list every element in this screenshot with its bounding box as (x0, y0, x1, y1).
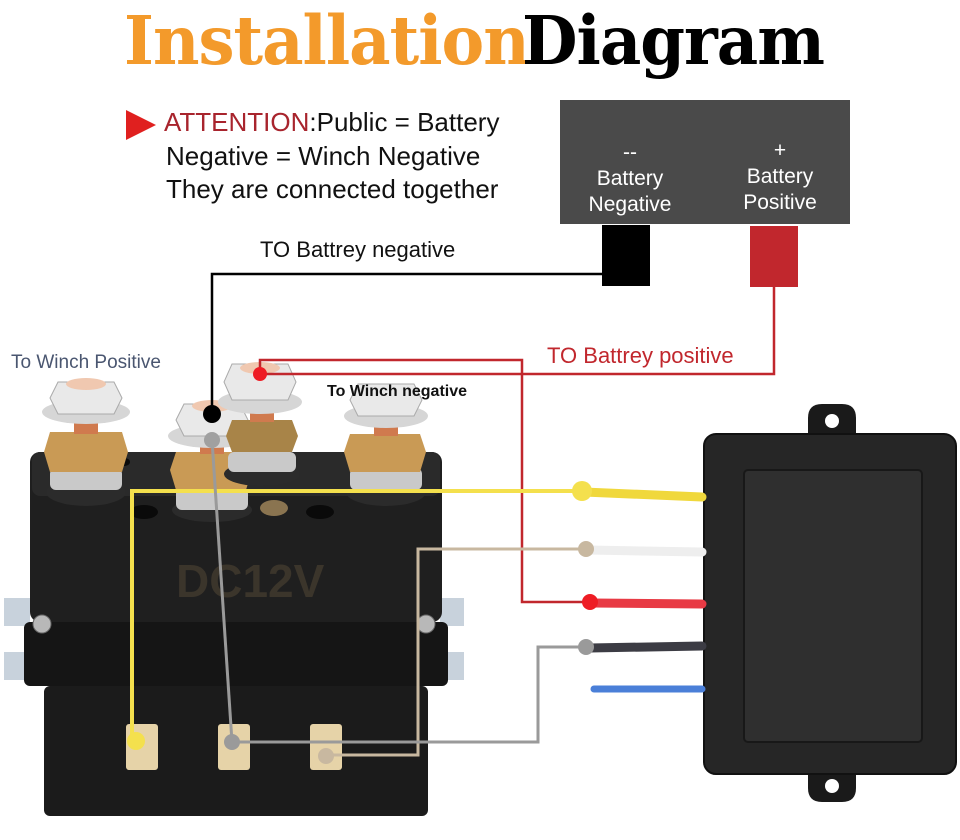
title-diagram: Diagram (522, 2, 825, 81)
schematic-wires (130, 272, 776, 757)
battery-positive-terminal: + Battery Positive (710, 138, 850, 216)
diagram-title: Installation Diagram (0, 0, 960, 81)
battery-negative-terminal: -- Battery Negative (560, 140, 700, 218)
negative-label-line2: Negative (588, 193, 672, 216)
positive-symbol: + (773, 139, 787, 162)
attention-line-1-text: :Public = Battery (309, 107, 500, 137)
yellow-lead (579, 487, 707, 502)
attention-line-1: ATTENTION:Public = Battery (164, 106, 499, 139)
positive-label-line2: Positive (743, 191, 817, 214)
mount-hole-icon (825, 414, 839, 428)
attention-line-3: They are connected together (166, 174, 499, 204)
triangle-arrow-icon (126, 110, 156, 140)
connection-dot (224, 734, 240, 750)
battery-panel: -- Battery Negative + Battery Positive (560, 100, 850, 224)
positive-label-line1: Battery (746, 165, 814, 188)
label-to-winch-negative: To Winch negative (327, 383, 468, 400)
mount-bracket (440, 598, 464, 626)
white-lead (583, 545, 707, 557)
connection-dot (582, 594, 598, 610)
red-lead (587, 598, 707, 609)
battery-negative-post (602, 225, 650, 286)
connection-dot (578, 541, 594, 557)
label-to-winch-positive: To Winch Positive (11, 352, 161, 373)
connection-dot (578, 639, 594, 655)
connection-dot (204, 432, 220, 448)
negative-label-line1: Battery (596, 167, 664, 190)
top-hole (130, 505, 158, 519)
label-to-battery-positive: TO Battrey positive (547, 343, 734, 368)
battery-positive-post (750, 226, 798, 287)
top-hole (306, 505, 334, 519)
voltage-marking: DC12V (176, 555, 325, 607)
solenoid-flange (24, 622, 448, 686)
connection-dot (572, 481, 592, 501)
stud-winch-positive (42, 378, 130, 506)
connection-dot (318, 748, 334, 764)
battery-positive-to-red-lead (258, 358, 592, 604)
battery-positive-wire (260, 287, 776, 376)
control-terminal-3 (310, 724, 342, 770)
black-lead (585, 641, 707, 653)
receiver-leads (579, 487, 707, 693)
receiver-label-area (743, 469, 923, 743)
stud-winch-negative (344, 383, 428, 506)
label-to-battery-negative: TO Battrey negative (260, 237, 456, 262)
screw-icon (32, 614, 52, 634)
mount-bracket (4, 598, 30, 626)
screw-icon (416, 614, 436, 634)
connection-dot (127, 732, 145, 750)
white-wire (324, 547, 586, 757)
mount-hole-icon (825, 779, 839, 793)
negative-symbol: -- (623, 141, 637, 164)
attention-keyword: ATTENTION (164, 107, 310, 137)
connection-dot (203, 405, 221, 423)
title-installation: Installation (124, 2, 530, 81)
connection-dot (253, 367, 267, 381)
battery-negative-wire (210, 272, 602, 414)
connection-points (127, 367, 598, 764)
yellow-wire (130, 489, 584, 742)
gray-common-wire (210, 439, 234, 743)
wireless-receiver (703, 404, 957, 802)
black-wire (232, 645, 586, 744)
slotted-screw-icon (260, 500, 288, 516)
attention-line-2: Negative = Winch Negative (166, 141, 481, 171)
